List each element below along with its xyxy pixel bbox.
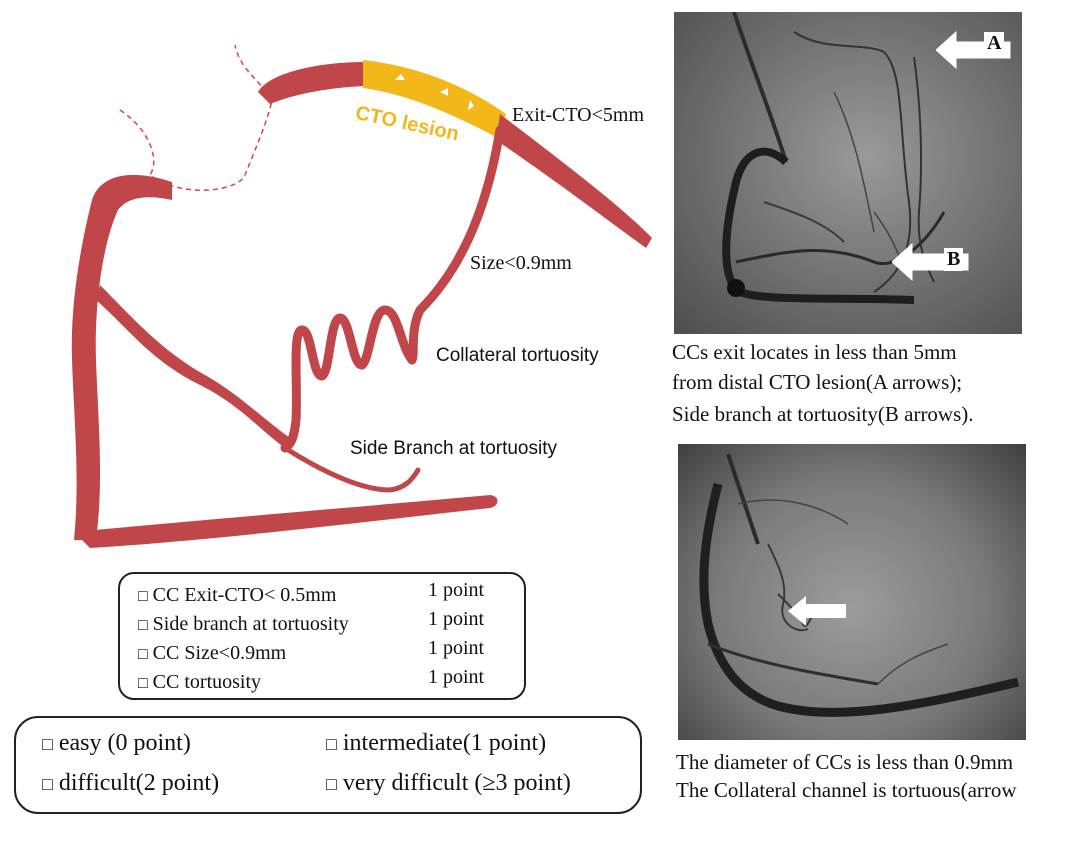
checkbox-icon: □	[42, 734, 53, 754]
angiogram-top-image: A B	[674, 12, 1022, 334]
criteria-label: CC Size<0.9mm	[152, 642, 287, 664]
angiogram-bottom-caption-line-2: The Collateral channel is tortuous(arrow	[676, 778, 1017, 802]
difficulty-difficult: □ difficult(2 point)	[42, 770, 220, 796]
angiogram-top-caption-line-3: Side branch at tortuosity(B arrows).	[672, 402, 974, 426]
checkbox-icon: □	[326, 734, 337, 754]
checkbox-icon: □	[138, 675, 148, 692]
criteria-label: Side branch at tortuosity	[152, 613, 349, 635]
criteria-points: 1 point	[428, 579, 485, 601]
distal-vessel	[496, 114, 652, 248]
arrow-a-icon	[936, 30, 1011, 70]
criteria-points: 1 point	[428, 608, 485, 630]
arrow-b-label: B	[944, 248, 964, 271]
proximal-vessel	[258, 62, 365, 104]
difficulty-intermediate: □ intermediate(1 point)	[326, 730, 547, 756]
epicardial-dashed-outline	[119, 44, 273, 191]
checkbox-icon: □	[138, 646, 148, 663]
checkbox-icon: □	[138, 617, 148, 634]
angiogram-bottom-image	[678, 444, 1026, 740]
side-branch-label: Side Branch at tortuosity	[350, 438, 557, 459]
difficulty-box: □ easy (0 point) □ intermediate(1 point)…	[14, 716, 642, 814]
criteria-item: □ Side branch at tortuosity	[138, 613, 349, 636]
arrow-a-label: A	[984, 32, 1005, 55]
size-label: Size<0.9mm	[470, 252, 572, 274]
criteria-item: □ CC Exit-CTO< 0.5mm	[138, 584, 336, 607]
donor-vessel	[71, 174, 172, 541]
difficulty-very-difficult: □ very difficult (≥3 point)	[326, 770, 571, 796]
angiogram-bottom-vessels	[699, 453, 1020, 717]
arrow-b-icon	[892, 242, 969, 282]
side-branch	[282, 445, 421, 493]
checkbox-icon: □	[138, 588, 148, 605]
collateral-channel	[280, 125, 505, 453]
distal-long-vessel	[74, 495, 498, 548]
coronary-schematic	[71, 44, 652, 548]
difficulty-easy: □ easy (0 point)	[42, 730, 191, 756]
angiogram-top-caption-line-2: from distal CTO lesion(A arrows);	[672, 370, 963, 394]
angiogram-bottom-caption-line-1: The diameter of CCs is less than 0.9mm	[676, 750, 1014, 774]
angiogram-top-caption-line-1: CCs exit locates in less than 5mm	[672, 340, 957, 364]
criteria-box: □ CC Exit-CTO< 0.5mm 1 point □ Side bran…	[118, 572, 526, 700]
criteria-label: CC tortuosity	[152, 671, 262, 693]
septal-branch	[96, 285, 290, 448]
criteria-points: 1 point	[428, 666, 485, 688]
arrow-icon	[788, 596, 846, 626]
checkbox-icon: □	[326, 774, 337, 794]
exit-cto-label: Exit-CTO<5mm	[512, 104, 645, 126]
checkbox-icon: □	[42, 774, 53, 794]
criteria-label: CC Exit-CTO< 0.5mm	[152, 584, 337, 606]
criteria-item: □ CC tortuosity	[138, 671, 261, 694]
criteria-item: □ CC Size<0.9mm	[138, 642, 286, 665]
collateral-tortuosity-label: Collateral tortuosity	[436, 345, 599, 366]
criteria-points: 1 point	[428, 637, 485, 659]
